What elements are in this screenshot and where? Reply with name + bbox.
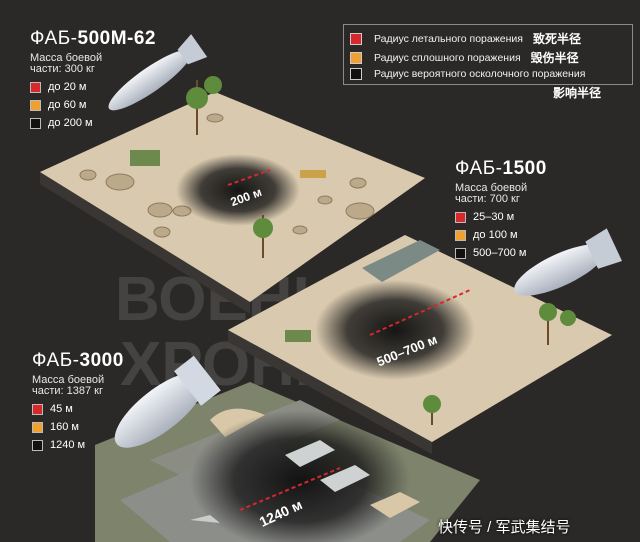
legend-cn-fragment: 影响半径 (553, 86, 602, 100)
legend-item-fragment: Радиус вероятного осколочного поражения (350, 68, 585, 80)
terrain-plate-fab500 (40, 76, 425, 314)
tank-icon (285, 330, 311, 342)
lethal-swatch-icon (350, 32, 362, 45)
bomb-info-fab500: ФАБ-500М-62 Масса боевой части: 300 кг д… (30, 28, 156, 129)
lethal-swatch-icon (30, 81, 41, 93)
bomb-title: ФАБ-500М-62 (30, 28, 156, 49)
crater-fab3000 (190, 410, 410, 542)
crater-fab1500 (315, 280, 475, 380)
source-caption: 快传号 / 军武集结号 (438, 519, 571, 536)
lethal-swatch-icon (455, 211, 466, 223)
bomb-title: ФАБ-3000 (32, 350, 124, 371)
building-icon (362, 240, 440, 282)
hangar-icon (370, 492, 420, 518)
mass-value: части: 1387 кг (32, 385, 103, 397)
vehicle-icon (300, 170, 326, 178)
mass-label: Масса боевой (32, 374, 105, 386)
tree-icon (186, 76, 222, 135)
solid-swatch-icon (30, 99, 41, 111)
mass-value: части: 300 кг (30, 63, 95, 75)
bomb-info-fab1500: ФАБ-1500 Масса боевой части: 700 кг 25–3… (455, 158, 547, 259)
radius-lethal: 45 м (32, 403, 124, 415)
radius-lethal: до 20 м (30, 81, 156, 93)
tree-icon (423, 395, 441, 425)
aircraft-icon (190, 515, 220, 523)
fragment-swatch-icon (32, 439, 43, 451)
fragment-swatch-icon (30, 117, 41, 129)
tree-icon (539, 303, 576, 345)
solid-swatch-icon (350, 51, 362, 64)
bomb-fab1500-image (514, 228, 622, 296)
radius-fragment: до 200 м (30, 117, 156, 129)
solid-swatch-icon (455, 229, 466, 241)
radius-solid: до 60 м (30, 99, 156, 111)
mass-value: части: 700 кг (455, 193, 520, 205)
mass-label: Масса боевой (455, 182, 528, 194)
radius-fragment: 500–700 м (455, 247, 547, 259)
hangar-icon (285, 440, 335, 467)
crater-fab500 (176, 154, 300, 226)
bomb-fab3000-image (114, 355, 221, 448)
mass-label: Масса боевой (30, 52, 103, 64)
radius-lethal: 25–30 м (455, 211, 547, 223)
radius-solid: до 100 м (455, 229, 547, 241)
fragment-swatch-icon (350, 68, 362, 80)
radius-solid: 160 м (32, 421, 124, 433)
terrain-plate-fab3000 (95, 382, 480, 542)
solid-swatch-icon (32, 421, 43, 433)
hangar-icon (320, 465, 370, 492)
vehicle-icon (130, 150, 160, 166)
fragment-swatch-icon (455, 247, 466, 259)
bomb-fab500-image (108, 34, 208, 111)
bomb-title: ФАБ-1500 (455, 158, 547, 179)
tree-icon (253, 215, 273, 258)
lethal-swatch-icon (32, 403, 43, 415)
radius-fragment: 1240 м (32, 439, 124, 451)
bomb-info-fab3000: ФАБ-3000 Масса боевой части: 1387 кг 45 … (32, 350, 124, 451)
